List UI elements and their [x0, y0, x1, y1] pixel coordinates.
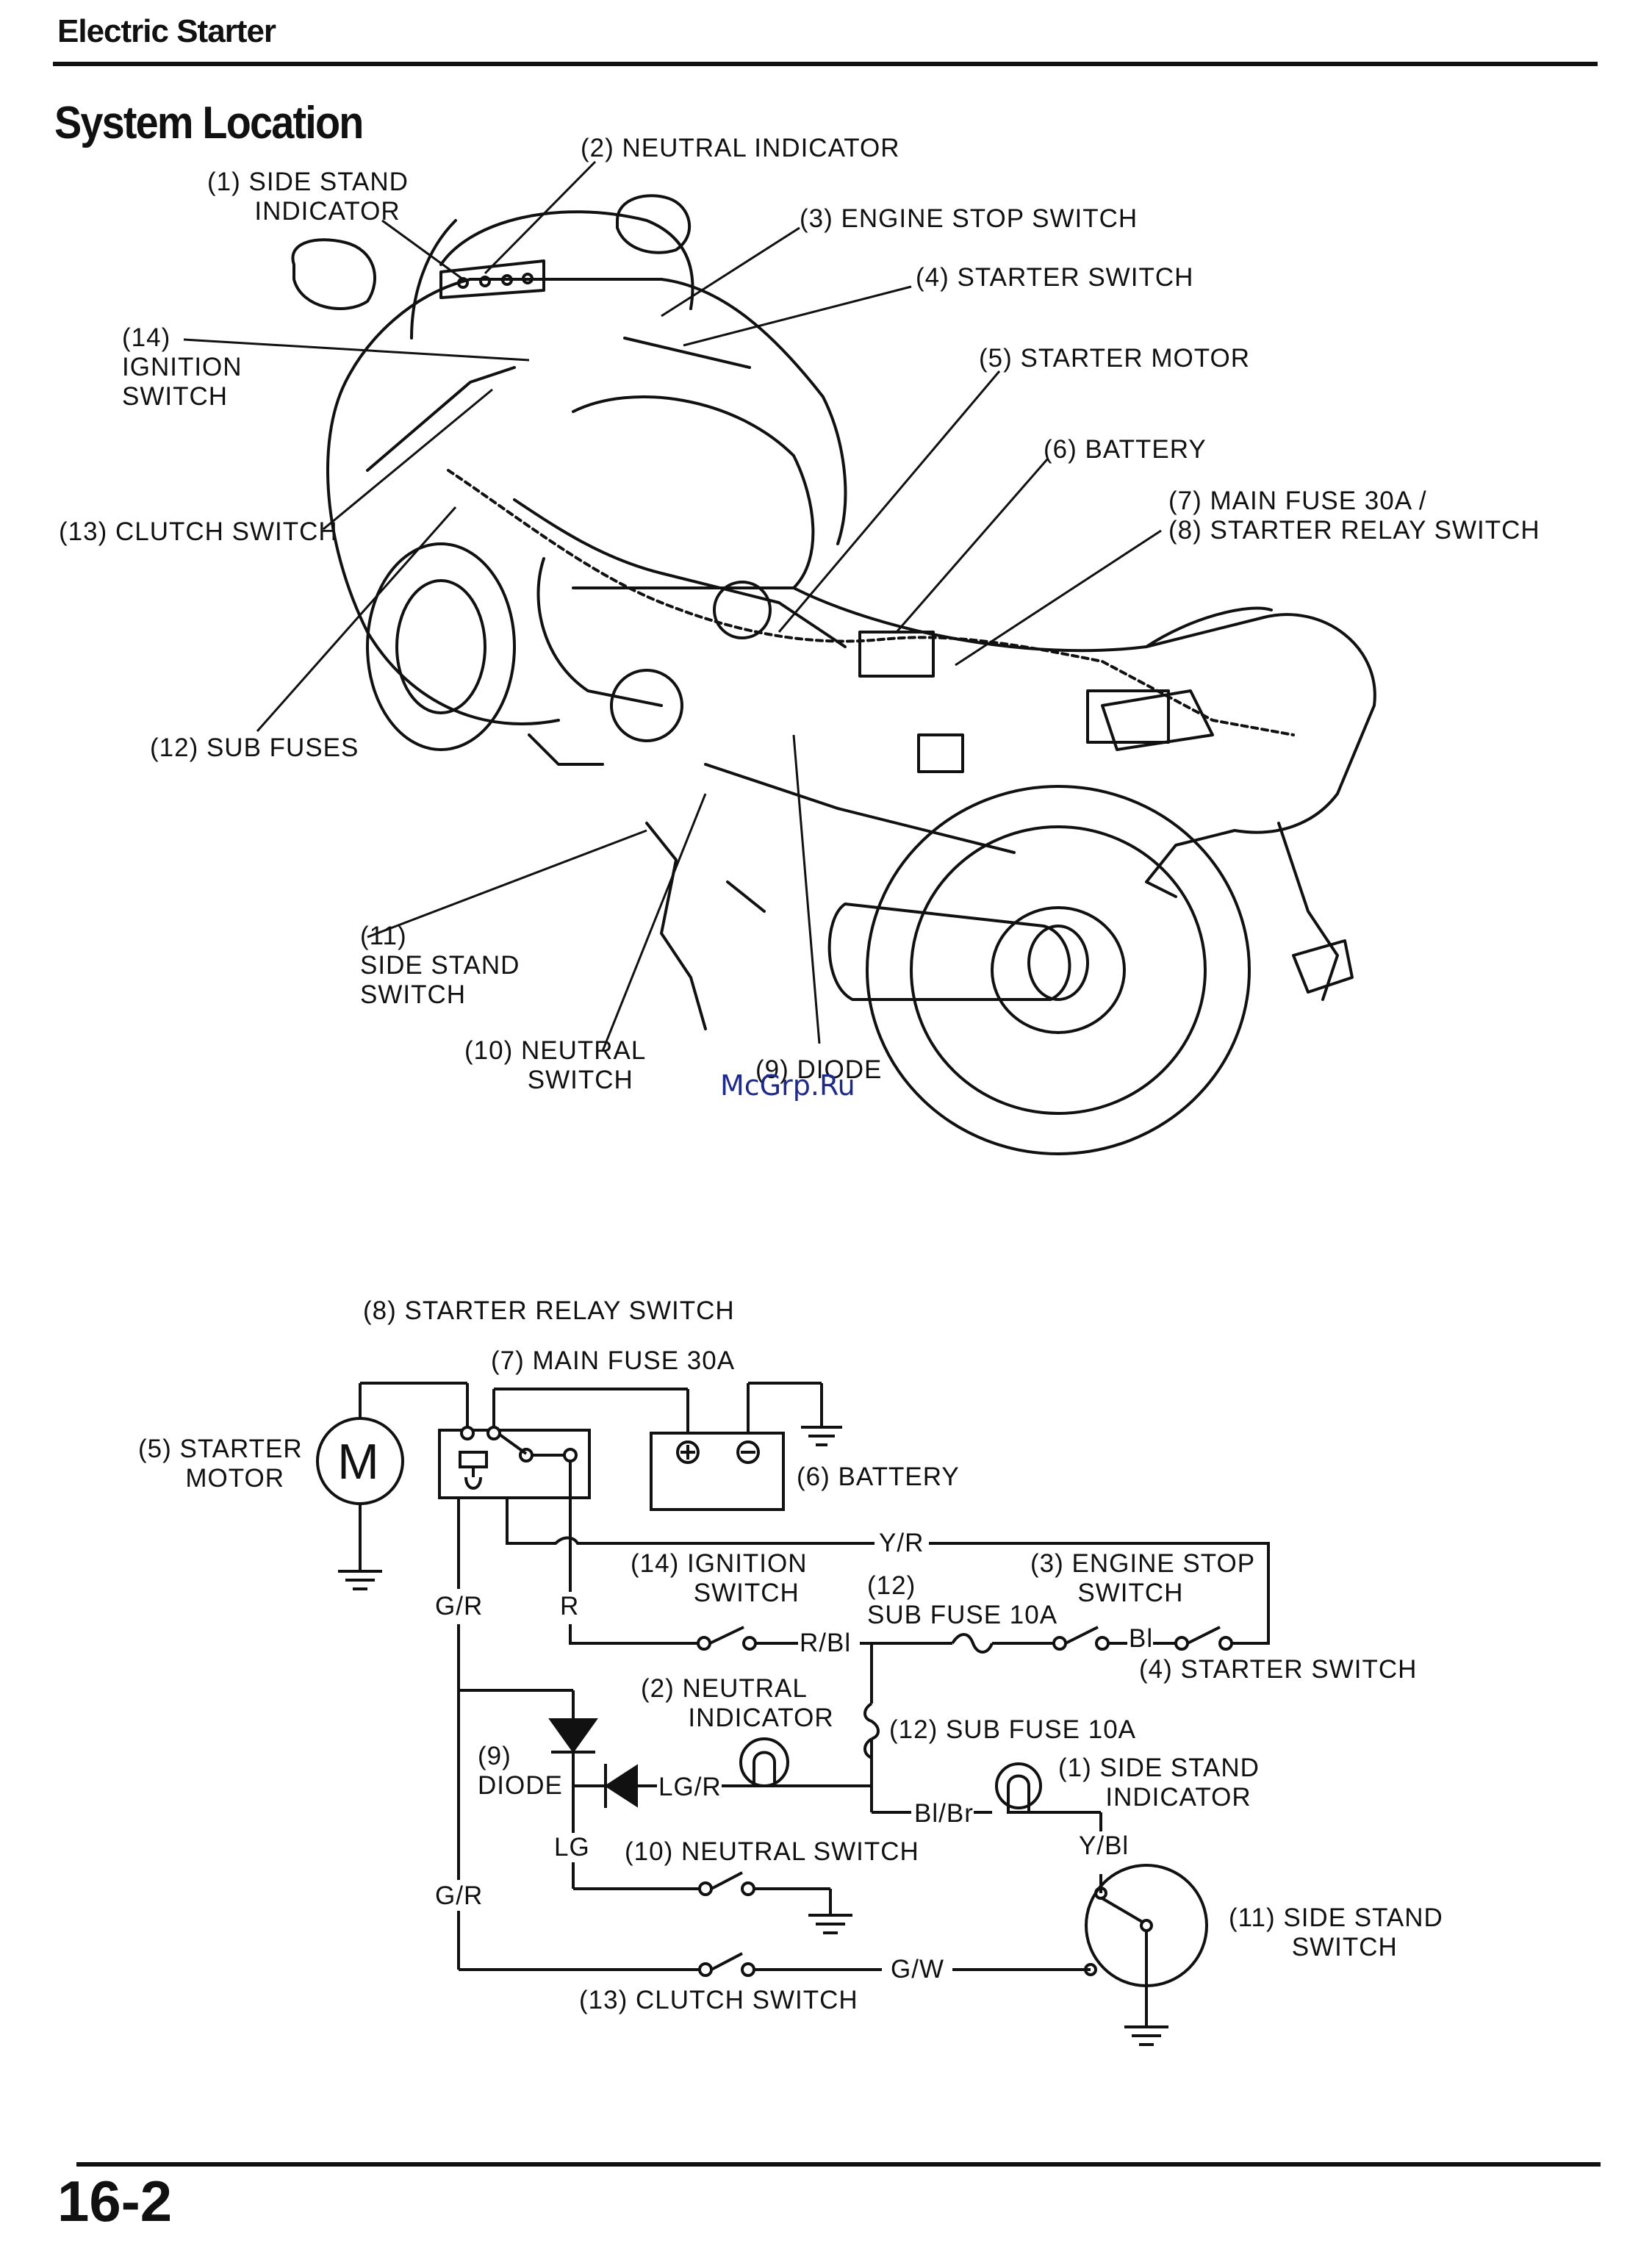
sch-label-starter-relay: (8) STARTER RELAY SWITCH — [363, 1296, 735, 1325]
wire-lg: LG — [554, 1833, 590, 1862]
sch-label-sub-fuse-mid: (12) SUB FUSE 10A — [889, 1715, 1136, 1744]
page-title: System Location — [54, 98, 364, 148]
wire-rbl: R/Bl — [800, 1629, 852, 1658]
loc-label-battery: (6) BATTERY — [1044, 435, 1207, 464]
sch-label-side-stand-indicator: (1) SIDE STAND INDICATOR — [1058, 1754, 1260, 1812]
wire-bl: Bl — [1129, 1624, 1154, 1654]
loc-label-neutral-indicator: (2) NEUTRAL INDICATOR — [581, 134, 900, 162]
loc-label-starter-switch: (4) STARTER SWITCH — [916, 263, 1194, 292]
header-rule — [53, 62, 1598, 66]
wire-blbr: Bl/Br — [914, 1799, 974, 1829]
sch-label-neutral-switch: (10) NEUTRAL SWITCH — [625, 1837, 919, 1866]
motor-symbol: M — [337, 1434, 380, 1490]
wire-yr: Y/R — [879, 1529, 924, 1558]
sch-label-sub-fuse-top: (12) SUB FUSE 10A — [867, 1571, 1058, 1629]
loc-label-main-fuse-relay: (7) MAIN FUSE 30A / (8) STARTER RELAY SW… — [1168, 487, 1540, 545]
sch-label-starter-switch: (4) STARTER SWITCH — [1139, 1655, 1418, 1684]
loc-label-starter-motor: (5) STARTER MOTOR — [979, 344, 1250, 373]
sch-label-diode: (9) DIODE — [478, 1742, 563, 1800]
loc-label-side-stand-indicator: (1) SIDE STAND INDICATOR — [207, 168, 409, 226]
page-number: 16-2 — [57, 2169, 173, 2233]
sch-label-side-stand-switch: (11) SIDE STAND SWITCH — [1229, 1903, 1443, 1962]
sch-label-clutch-switch: (13) CLUTCH SWITCH — [579, 1986, 858, 2014]
loc-label-clutch-switch: (13) CLUTCH SWITCH — [59, 517, 338, 546]
loc-label-neutral-switch: (10) NEUTRAL SWITCH — [464, 1036, 647, 1094]
wire-gr-top: G/R — [435, 1592, 484, 1621]
wire-gw: G/W — [891, 1955, 944, 1984]
watermark: McGrp.Ru — [720, 1069, 855, 1102]
loc-label-side-stand-switch: (11) SIDE STAND SWITCH — [360, 922, 520, 1009]
sch-label-ignition-switch: (14) IGNITION SWITCH — [631, 1549, 808, 1607]
sch-label-neutral-indicator: (2) NEUTRAL INDICATOR — [641, 1674, 834, 1732]
wire-r: R — [560, 1592, 580, 1621]
loc-label-engine-stop-switch: (3) ENGINE STOP SWITCH — [800, 204, 1138, 233]
loc-label-ignition-switch: (14) IGNITION SWITCH — [122, 323, 243, 411]
footer-rule — [76, 2162, 1601, 2167]
sch-label-battery: (6) BATTERY — [797, 1463, 960, 1491]
sch-label-engine-stop: (3) ENGINE STOP SWITCH — [1030, 1549, 1256, 1607]
sch-label-starter-motor: (5) STARTER MOTOR — [138, 1435, 303, 1493]
sch-label-main-fuse: (7) MAIN FUSE 30A — [491, 1346, 736, 1375]
loc-label-sub-fuses: (12) SUB FUSES — [150, 733, 359, 762]
wire-gr-bottom: G/R — [435, 1881, 484, 1911]
section-header: Electric Starter — [57, 13, 276, 49]
wire-ybl: Y/Bl — [1079, 1831, 1130, 1861]
wire-lgr: LG/R — [658, 1773, 722, 1802]
loc-label-diode: (9) DIODE — [755, 1055, 883, 1084]
